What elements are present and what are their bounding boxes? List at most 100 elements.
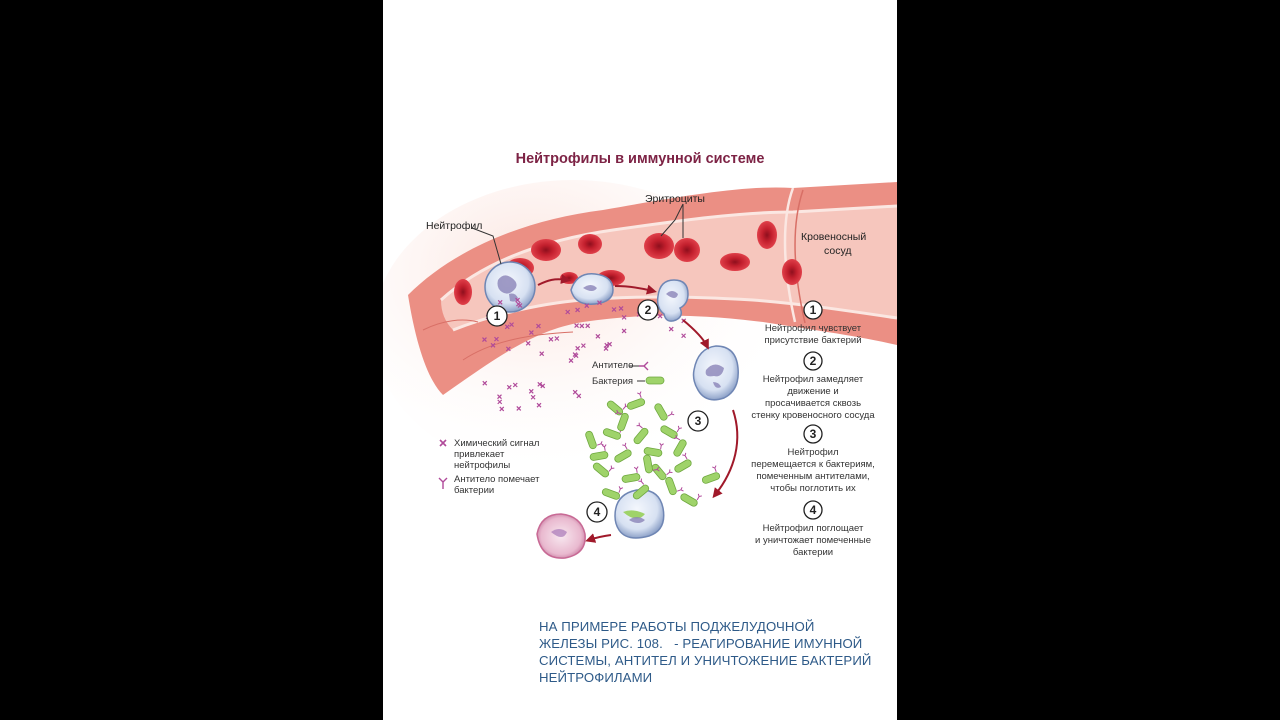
step-4-number: 4 xyxy=(810,503,817,517)
step-3-line-1: Нейтрофил xyxy=(787,447,838,458)
step-1-line-2: присутствие бактерий xyxy=(764,335,861,346)
step-2-line-3: просачивается сквозь xyxy=(765,398,861,409)
neutrophil-cell-3 xyxy=(692,345,739,401)
dead-neutrophil xyxy=(536,513,586,559)
bacterium xyxy=(654,403,675,421)
signal-star xyxy=(497,399,503,405)
legend-signal-line-2: привлекает xyxy=(454,449,505,460)
bacterium xyxy=(643,454,660,474)
signal-star xyxy=(568,358,574,363)
signal-star xyxy=(572,352,578,357)
legend-signal-line-3: нейтрофилы xyxy=(454,460,510,471)
step-2-line-2: движение и xyxy=(787,386,838,397)
legend: Химический сигнал привлекает нейтрофилы … xyxy=(438,438,540,496)
signal-star xyxy=(575,345,581,351)
signal-star xyxy=(585,323,591,329)
label-neutrophil: Нейтрофил xyxy=(426,220,482,232)
signal-star xyxy=(607,341,613,347)
signal-star xyxy=(505,346,511,352)
bacterium xyxy=(633,422,649,445)
step-2-line-1: Нейтрофил замедляет xyxy=(763,374,864,385)
signal-star xyxy=(537,381,543,387)
signal-star xyxy=(579,323,585,329)
bacterium xyxy=(643,442,664,457)
signal-star xyxy=(499,406,505,412)
bacterium xyxy=(651,463,673,481)
signal-star xyxy=(525,340,531,346)
bacterium xyxy=(660,425,682,439)
step-1: 1 Нейтрофил чувствует присутствие бактер… xyxy=(764,300,862,346)
signal-star xyxy=(494,336,499,342)
step-3-number: 3 xyxy=(810,427,817,441)
step-4-line-2: и уничтожает помеченные xyxy=(755,535,871,546)
bacterium xyxy=(673,435,687,457)
label-bacterium: Бактерия xyxy=(592,376,633,387)
signal-star xyxy=(618,305,624,311)
signal-star xyxy=(603,346,609,351)
signal-star xyxy=(540,383,546,389)
bacterium xyxy=(585,430,604,450)
signal-star xyxy=(574,323,580,329)
neutrophil-cell-1 xyxy=(484,261,536,313)
caption-line-4: НЕЙТРОФИЛАМИ xyxy=(539,670,653,685)
neutrophil-cell-rolling xyxy=(570,273,614,305)
signal-star xyxy=(482,337,487,343)
signal-star xyxy=(528,330,534,335)
signal-star xyxy=(497,299,503,305)
signal-star xyxy=(681,333,687,339)
legend-chemical-signal: Химический сигнал привлекает нейтрофилы xyxy=(439,438,539,471)
signal-star xyxy=(565,309,571,315)
step-3-line-4: чтобы поглотить их xyxy=(770,483,856,494)
marker-3: 3 xyxy=(695,414,702,428)
movement-arrows xyxy=(537,274,739,543)
bacterium xyxy=(665,476,684,496)
bacterium xyxy=(601,486,624,500)
signal-star xyxy=(576,393,582,399)
marker-4: 4 xyxy=(594,505,601,519)
step-1-line-1: Нейтрофил чувствует xyxy=(765,323,862,334)
signal-star xyxy=(595,333,601,339)
bacterium xyxy=(615,409,629,432)
signal-star xyxy=(516,405,522,411)
step-2-line-4: стенку кровеносного сосуда xyxy=(751,410,875,421)
bacterium xyxy=(592,462,615,478)
step-2: 2 Нейтрофил замедляет движение и просачи… xyxy=(751,351,875,421)
diagram-step-markers: 1 2 3 4 xyxy=(486,299,709,523)
caption-line-3: СИСТЕМЫ, АНТИТЕЛ И УНИЧТОЖЕНИЕ БАКТЕРИЙ xyxy=(539,653,872,668)
bacterium xyxy=(621,466,641,483)
signal-star xyxy=(668,326,674,332)
signal-star xyxy=(509,322,514,328)
step-4: 4 Нейтрофил поглощает и уничтожает помеч… xyxy=(755,500,871,558)
signal-star xyxy=(621,314,627,320)
signal-star xyxy=(597,300,602,306)
signal-star xyxy=(584,303,590,309)
legend-antibody: Антитело помечает бактерии xyxy=(438,474,540,496)
label-vessel-line1: Кровеносный xyxy=(801,231,866,243)
bacterium xyxy=(614,442,632,463)
bacterium xyxy=(589,444,609,461)
signal-star xyxy=(554,336,560,341)
bacteria-cluster xyxy=(585,391,721,507)
step-4-line-1: Нейтрофил поглощает xyxy=(763,523,864,534)
marker-1: 1 xyxy=(494,309,501,323)
signal-star xyxy=(515,301,521,307)
bacterium xyxy=(701,465,721,484)
signal-star xyxy=(611,307,617,312)
signal-star xyxy=(482,380,488,386)
signal-star xyxy=(530,394,536,400)
legend-signal-line-1: Химический сигнал xyxy=(454,438,539,449)
marker-2: 2 xyxy=(645,303,652,317)
signal-star xyxy=(490,342,496,348)
legend-antibody-line-2: бактерии xyxy=(454,485,494,496)
signal-star xyxy=(575,307,581,313)
label-erythrocytes: Эритроциты xyxy=(645,193,705,205)
step-2-number: 2 xyxy=(810,354,817,368)
callout-lines xyxy=(471,203,684,265)
signal-star xyxy=(539,351,545,357)
step-3: 3 Нейтрофил перемещается к бактериям, по… xyxy=(751,424,875,494)
bacterium xyxy=(680,493,702,507)
diagram-title: Нейтрофилы в иммунной системе xyxy=(516,151,765,167)
signal-star xyxy=(536,402,542,408)
step-3-line-2: перемещается к бактериям, xyxy=(751,459,875,470)
step-4-line-3: бактерии xyxy=(793,547,833,558)
